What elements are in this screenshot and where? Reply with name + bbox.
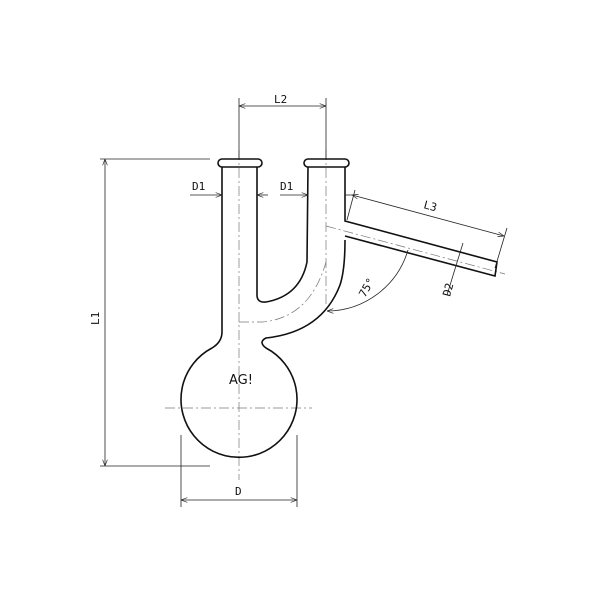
label-d1-right: D1	[280, 180, 293, 193]
label-d1-left: D1	[192, 180, 205, 193]
label-l2: L2	[274, 93, 287, 106]
label-l3: L3	[422, 198, 438, 214]
label-d: D	[235, 485, 242, 498]
logo-text: AG!	[229, 373, 253, 388]
center-lines	[165, 150, 506, 480]
dimension-labels: L2 L1 D1 D1 L3 D2 75° D AG!	[89, 93, 456, 498]
flask-outline	[180, 158, 498, 459]
label-l1: L1	[89, 312, 102, 325]
label-d2: D2	[440, 282, 456, 298]
dimension-lines	[100, 98, 508, 507]
